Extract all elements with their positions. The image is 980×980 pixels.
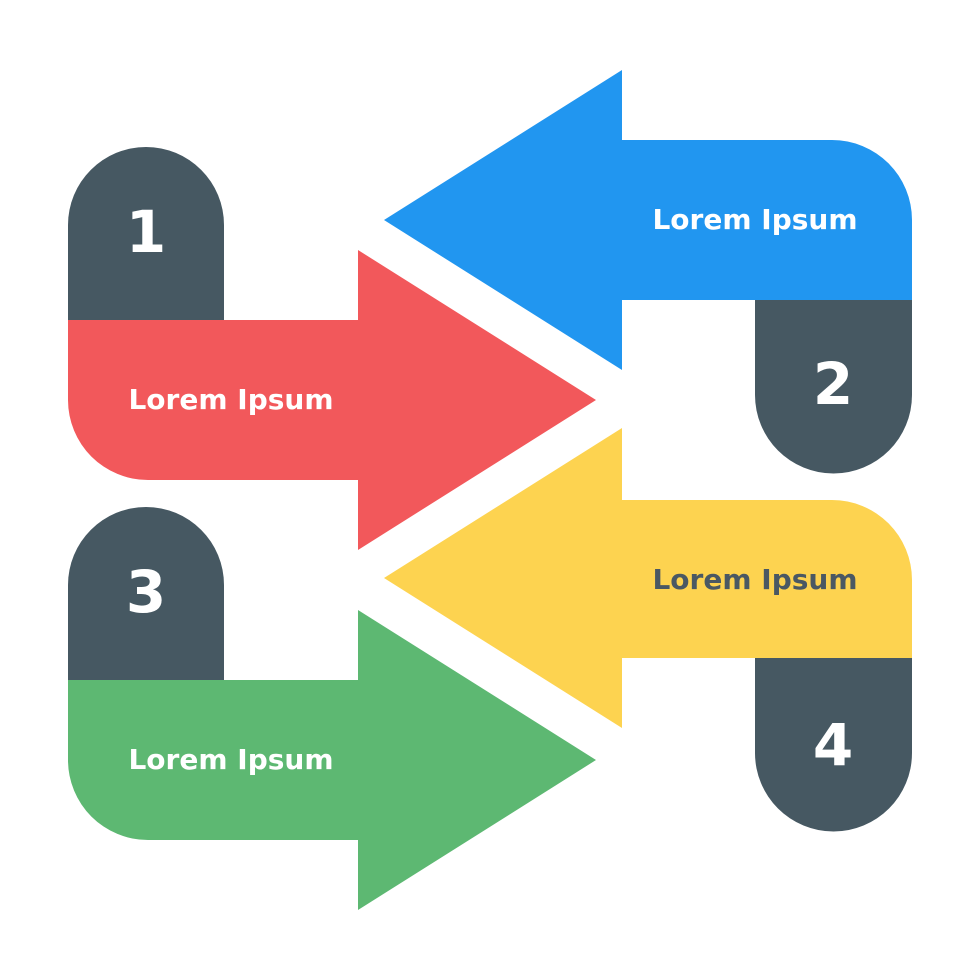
step-1-number: 1 [126,198,166,266]
step-4: 4 Lorem Ipsum [384,428,912,832]
step-1: 1 Lorem Ipsum [68,147,596,550]
step-2-label: Lorem Ipsum [652,203,857,236]
step-4-number-tab [755,658,912,832]
step-2-number-tab [755,300,912,474]
step-1-number-tab [68,147,224,320]
step-2-number: 2 [813,350,853,418]
step-1-label: Lorem Ipsum [128,383,333,416]
step-4-arrow-left [384,428,912,728]
step-3-arrow-right [68,610,596,910]
step-1-arrow-right [68,250,596,550]
step-3-number-tab [68,507,224,680]
step-3: 3 Lorem Ipsum [68,507,596,910]
step-4-number: 4 [813,711,853,779]
step-2-arrow-left [384,70,912,370]
step-3-label: Lorem Ipsum [128,743,333,776]
step-3-number: 3 [126,558,166,626]
step-4-label: Lorem Ipsum [652,563,857,596]
step-2: 2 Lorem Ipsum [384,70,912,474]
